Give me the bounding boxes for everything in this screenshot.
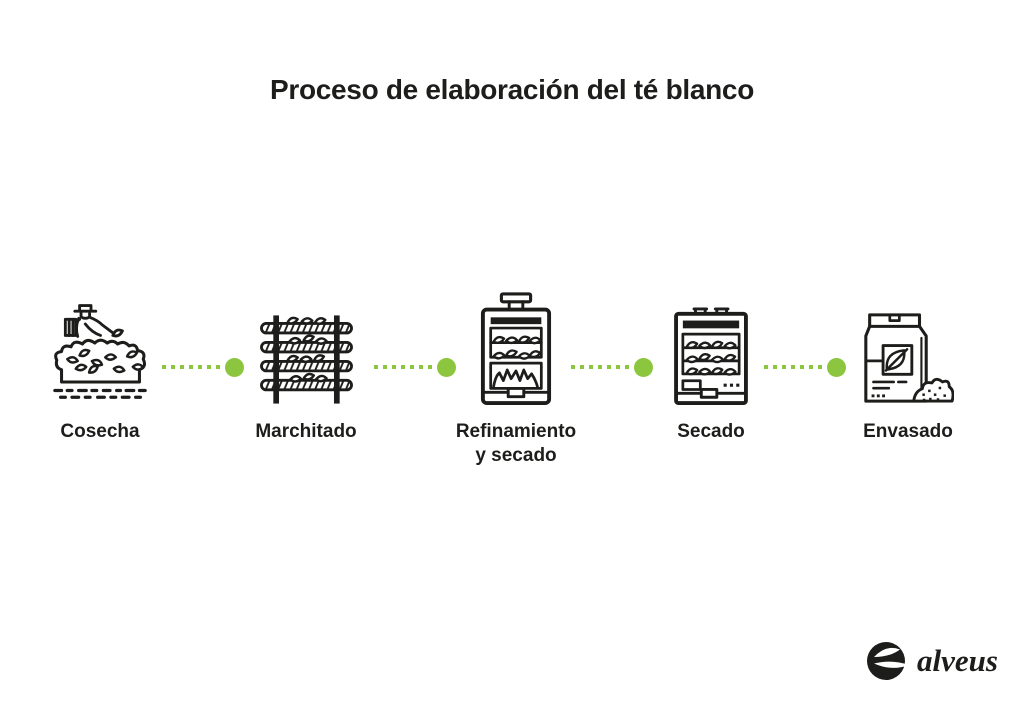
step-refinamiento: Refinamiento y secado [436,292,596,468]
alveus-logo-svg [867,642,909,680]
refining-oven-icon [479,292,553,405]
harvest-icon-svg [52,304,147,399]
harvest-icon [52,293,148,405]
step-cosecha: Cosecha [30,293,170,444]
brand-name: alveus [917,643,998,678]
withering-rack-icon-svg [259,315,353,404]
step-label-envasado: Envasado [863,420,953,444]
step-label-line: Secado [677,421,745,442]
step-label-line: Marchitado [255,421,357,442]
connector-3 [571,357,653,377]
tea-bag-icon [862,293,954,405]
alveus-leaf-circle-icon [866,641,911,681]
step-label-line: y secado [475,445,557,466]
step-envasado: Envasado [828,293,988,444]
connector-dot [634,357,653,377]
step-label-refinamiento: Refinamiento y secado [456,420,576,468]
step-label-line: Envasado [863,421,953,442]
connector-4 [764,357,846,377]
connector-1 [162,357,244,377]
step-label-line: Cosecha [60,421,140,442]
tea-bag-icon-svg [864,313,954,403]
step-label-marchitado: Marchitado [255,420,356,444]
step-secado: Secado [641,293,781,444]
connector-dot [827,357,846,377]
brand-logo: alveus [866,641,998,681]
drying-machine-icon [674,293,748,405]
dotted-line [374,365,432,369]
dotted-line [764,365,822,369]
withering-rack-icon [259,293,354,405]
dotted-line [571,365,629,369]
step-label-cosecha: Cosecha [60,420,139,444]
connector-dot [225,357,244,377]
dotted-line [162,365,220,369]
step-marchitado: Marchitado [236,293,376,444]
step-label-line: Refinamiento [455,421,577,442]
connector-dot [437,357,456,377]
drying-machine-icon-svg [674,307,748,405]
step-label-secado: Secado [677,420,745,444]
connector-2 [374,357,456,377]
refining-oven-icon-svg [480,292,552,405]
page-title: Proceso de elaboración del té blanco [269,74,754,105]
